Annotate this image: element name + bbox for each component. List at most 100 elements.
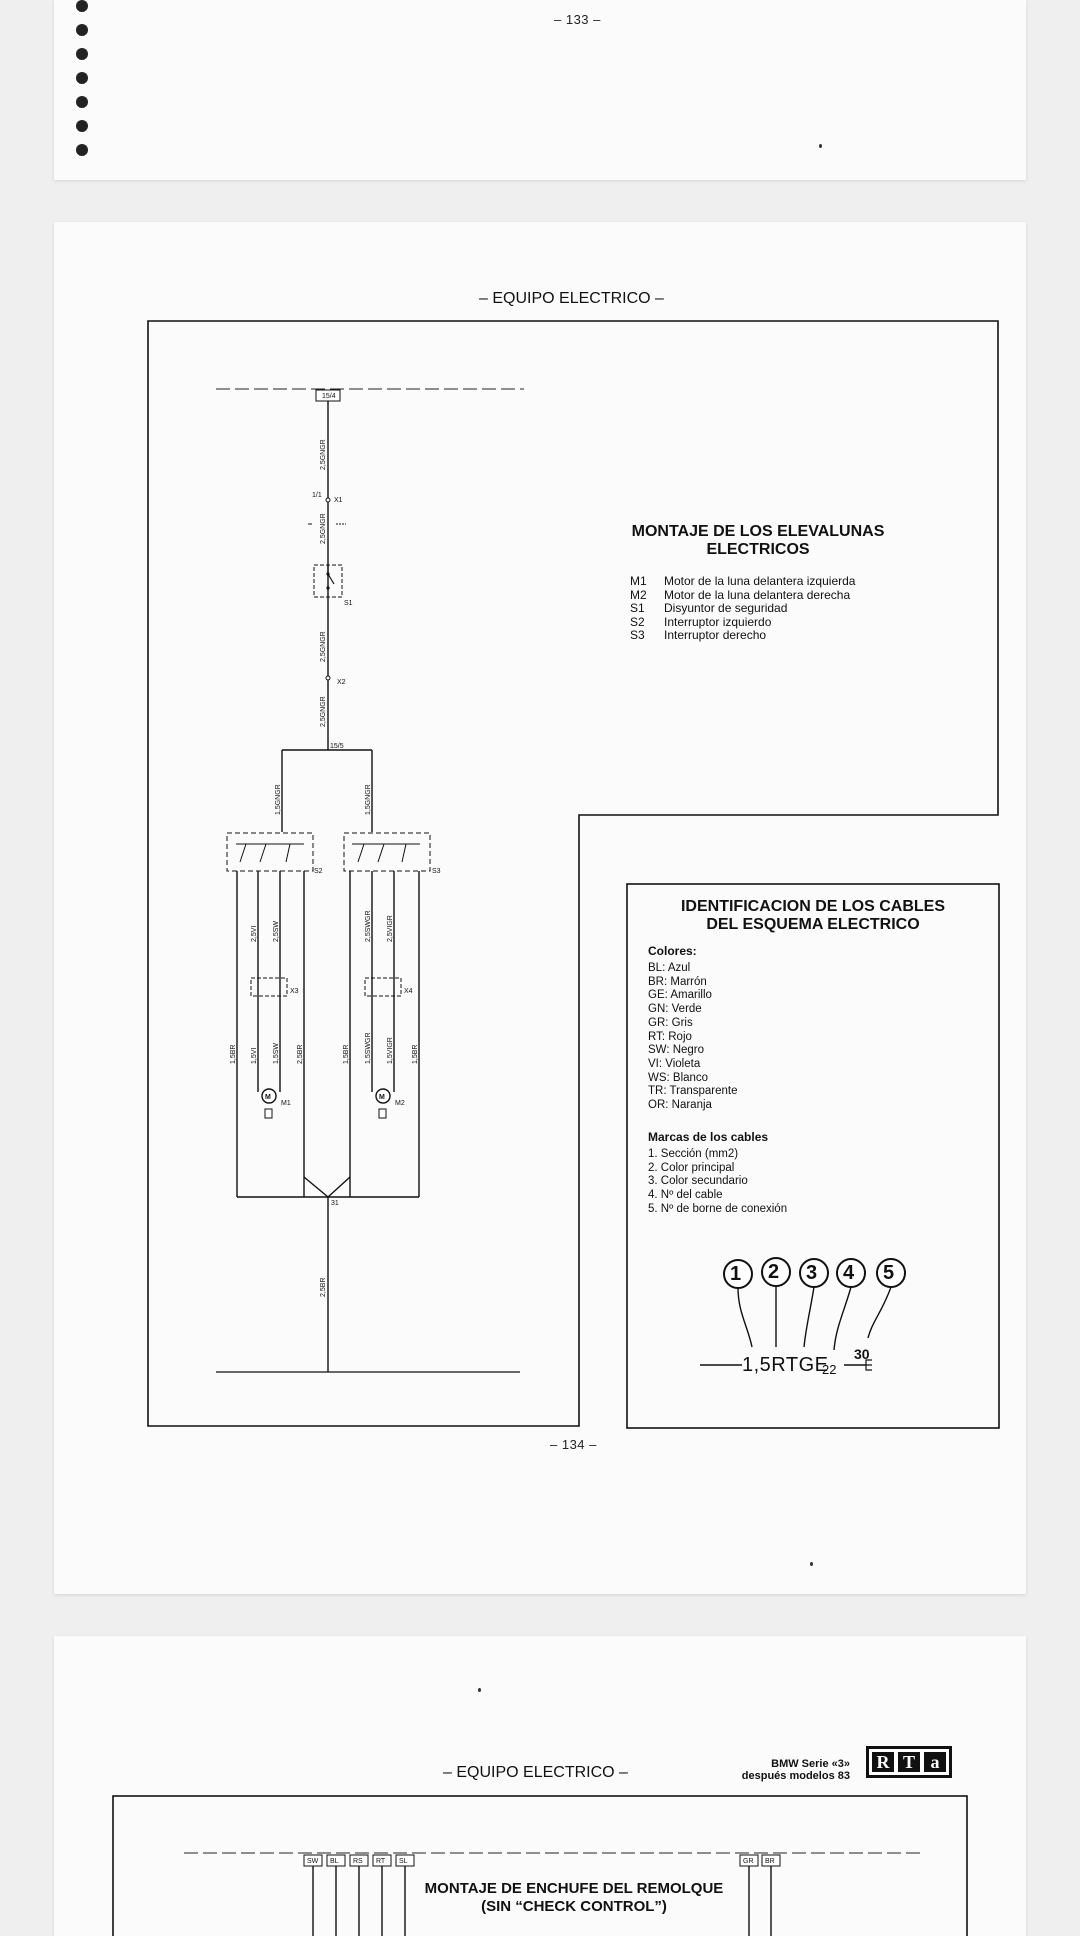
color-item: GE: Amarillo (648, 989, 712, 1002)
speck (810, 1562, 813, 1566)
brand-line2: después modelos 83 (741, 1770, 850, 1782)
left-bottom-2: 1,5VI (251, 1048, 258, 1064)
logo-letter: R (872, 1752, 894, 1772)
page-header: – EQUIPO ELECTRICO – (443, 1764, 628, 1781)
mark-number-3: 3 (806, 1262, 818, 1284)
connector-label: GR (743, 1858, 754, 1865)
x3-connector (250, 977, 288, 997)
borne-number: 30 (854, 1346, 870, 1362)
svg-text:M: M (379, 1094, 385, 1101)
mark-number-4: 4 (843, 1262, 855, 1284)
montage-title-line1: MONTAJE DE LOS ELEVALUNAS (631, 523, 885, 540)
color-item: BR: Marrón (648, 975, 707, 988)
marca-item: 3. Color secundario (648, 1175, 748, 1188)
right-bottom-3: 1,5VIGR (387, 1037, 394, 1064)
connector-label: BR (765, 1858, 775, 1865)
m1-label: M1 (281, 1100, 291, 1107)
x4-connector (364, 977, 402, 997)
x3-label: X3 (290, 988, 299, 995)
m2-motor (375, 1088, 391, 1104)
x1-label: X1 (334, 497, 343, 504)
m1-motor (261, 1088, 277, 1104)
ident-title-line2: DEL ESQUEMA ELECTRICO (706, 916, 920, 933)
brand-text: BMW Serie «3» después modelos 83 (714, 1758, 850, 1782)
page-135: – EQUIPO ELECTRICO – BMW Serie «3» despu… (54, 1636, 1026, 1936)
color-item: OR: Naranja (648, 1099, 712, 1112)
split-node-label: 15/5 (330, 743, 344, 750)
m2-label: M2 (395, 1100, 405, 1107)
colores-heading: Colores: (648, 944, 697, 958)
page-number: – 133 – (554, 12, 601, 27)
colores-list: BL: Azul BR: Marrón GE: Amarillo GN: Ver… (648, 962, 737, 1113)
s3-label: S3 (432, 868, 441, 875)
color-item: GN: Verde (648, 1003, 702, 1016)
right-bottom-1: 1,5BR (343, 1045, 350, 1064)
x2-label: X2 (337, 679, 346, 686)
montage-title: MONTAJE DE LOS ELEVALUNAS ELECTRICOS (608, 523, 908, 559)
color-item: BL: Azul (648, 962, 691, 974)
left-wire-1: 2,5VI (251, 926, 258, 942)
connector-label: SL (399, 1858, 408, 1865)
page-header: – EQUIPO ELECTRICO – (479, 290, 664, 307)
mark-number-1: 1 (730, 1263, 742, 1285)
s2-label: S2 (314, 868, 323, 875)
color-item: TR: Transparente (648, 1085, 738, 1098)
wiring-diagram: 15/4 2,5GNGR 1/1 X1 2,5GNGR S1 2,5GNGR X… (147, 320, 1000, 1429)
s1-label: S1 (344, 600, 353, 607)
marcas-list: 1. Sección (mm2) 2. Color principal 3. C… (648, 1148, 787, 1217)
trailer-title-line1: MONTAJE DE ENCHUFE DEL REMOLQUE (424, 1880, 724, 1897)
connector-label: BL (330, 1858, 339, 1865)
wire-label-1: 2,5GNGR (320, 439, 327, 470)
color-item: SW: Negro (648, 1044, 705, 1057)
montage-title-line2: ELECTRICOS (706, 541, 810, 558)
right-wire-2: 2,5VIGR (387, 915, 394, 942)
connector-label: SW (307, 1858, 319, 1865)
left-branch-label: 1,5GNGR (275, 784, 282, 815)
speck (819, 144, 822, 148)
logo-letter: T (898, 1752, 920, 1772)
right-bottom-2: 1,5SWGR (365, 1032, 372, 1064)
color-item: WS: Blanco (648, 1071, 709, 1084)
speck (478, 1688, 481, 1692)
color-item: RT: Rojo (648, 1030, 692, 1043)
marca-item: 4. Nº del cable (648, 1189, 723, 1202)
x1-pin-label: 1/1 (312, 492, 322, 499)
wire-label-3: 2,5GNGR (320, 631, 327, 662)
marcas-heading: Marcas de los cables (648, 1130, 769, 1144)
marca-item: 5. Nº de borne de conexión (648, 1202, 788, 1215)
mark-number-5: 5 (883, 1262, 895, 1284)
color-item: VI: Violeta (648, 1057, 701, 1070)
cable-code: 1,5RTGE (742, 1354, 829, 1376)
frame-outline (147, 320, 999, 1427)
ground-node-label: 31 (331, 1200, 339, 1207)
svg-text:M: M (265, 1094, 271, 1101)
rta-logo: R T a (866, 1746, 952, 1778)
marca-item: 1. Sección (mm2) (648, 1148, 739, 1160)
wire-label-4: 2,5GNGR (320, 696, 327, 727)
page-133: – 133 – (54, 0, 1026, 180)
cable-number: 22 (822, 1362, 837, 1377)
x4-label: X4 (404, 988, 413, 995)
right-wire-1: 2,5SWGR (365, 910, 372, 942)
wire-label-2: 2,5GNGR (320, 513, 327, 544)
trailer-title-line2: (SIN “CHECK CONTROL”) (481, 1898, 667, 1915)
page-134: – EQUIPO ELECTRICO – 15/4 2,5GNGR 1/1 X1… (54, 222, 1026, 1594)
right-bottom-4: 1,5BR (412, 1045, 419, 1064)
right-branch-label: 1,5GNGR (365, 784, 372, 815)
connector-label: RT (376, 1858, 386, 1865)
page-number: – 134 – (550, 1437, 597, 1452)
mark-number-2: 2 (768, 1261, 780, 1283)
binding-holes (74, 0, 90, 170)
logo-letter: a (924, 1752, 946, 1772)
top-box-label: 15/4 (322, 393, 336, 400)
ident-title-line1: IDENTIFICACION DE LOS CABLES (680, 898, 945, 915)
brand-line1: BMW Serie «3» (771, 1758, 850, 1770)
frame-outline (112, 1795, 968, 1936)
left-bottom-4: 2,5BR (297, 1045, 304, 1064)
s3-switch-box (343, 832, 431, 872)
trailer-diagram: SW BL RS RT SL GR BR (112, 1795, 968, 1936)
